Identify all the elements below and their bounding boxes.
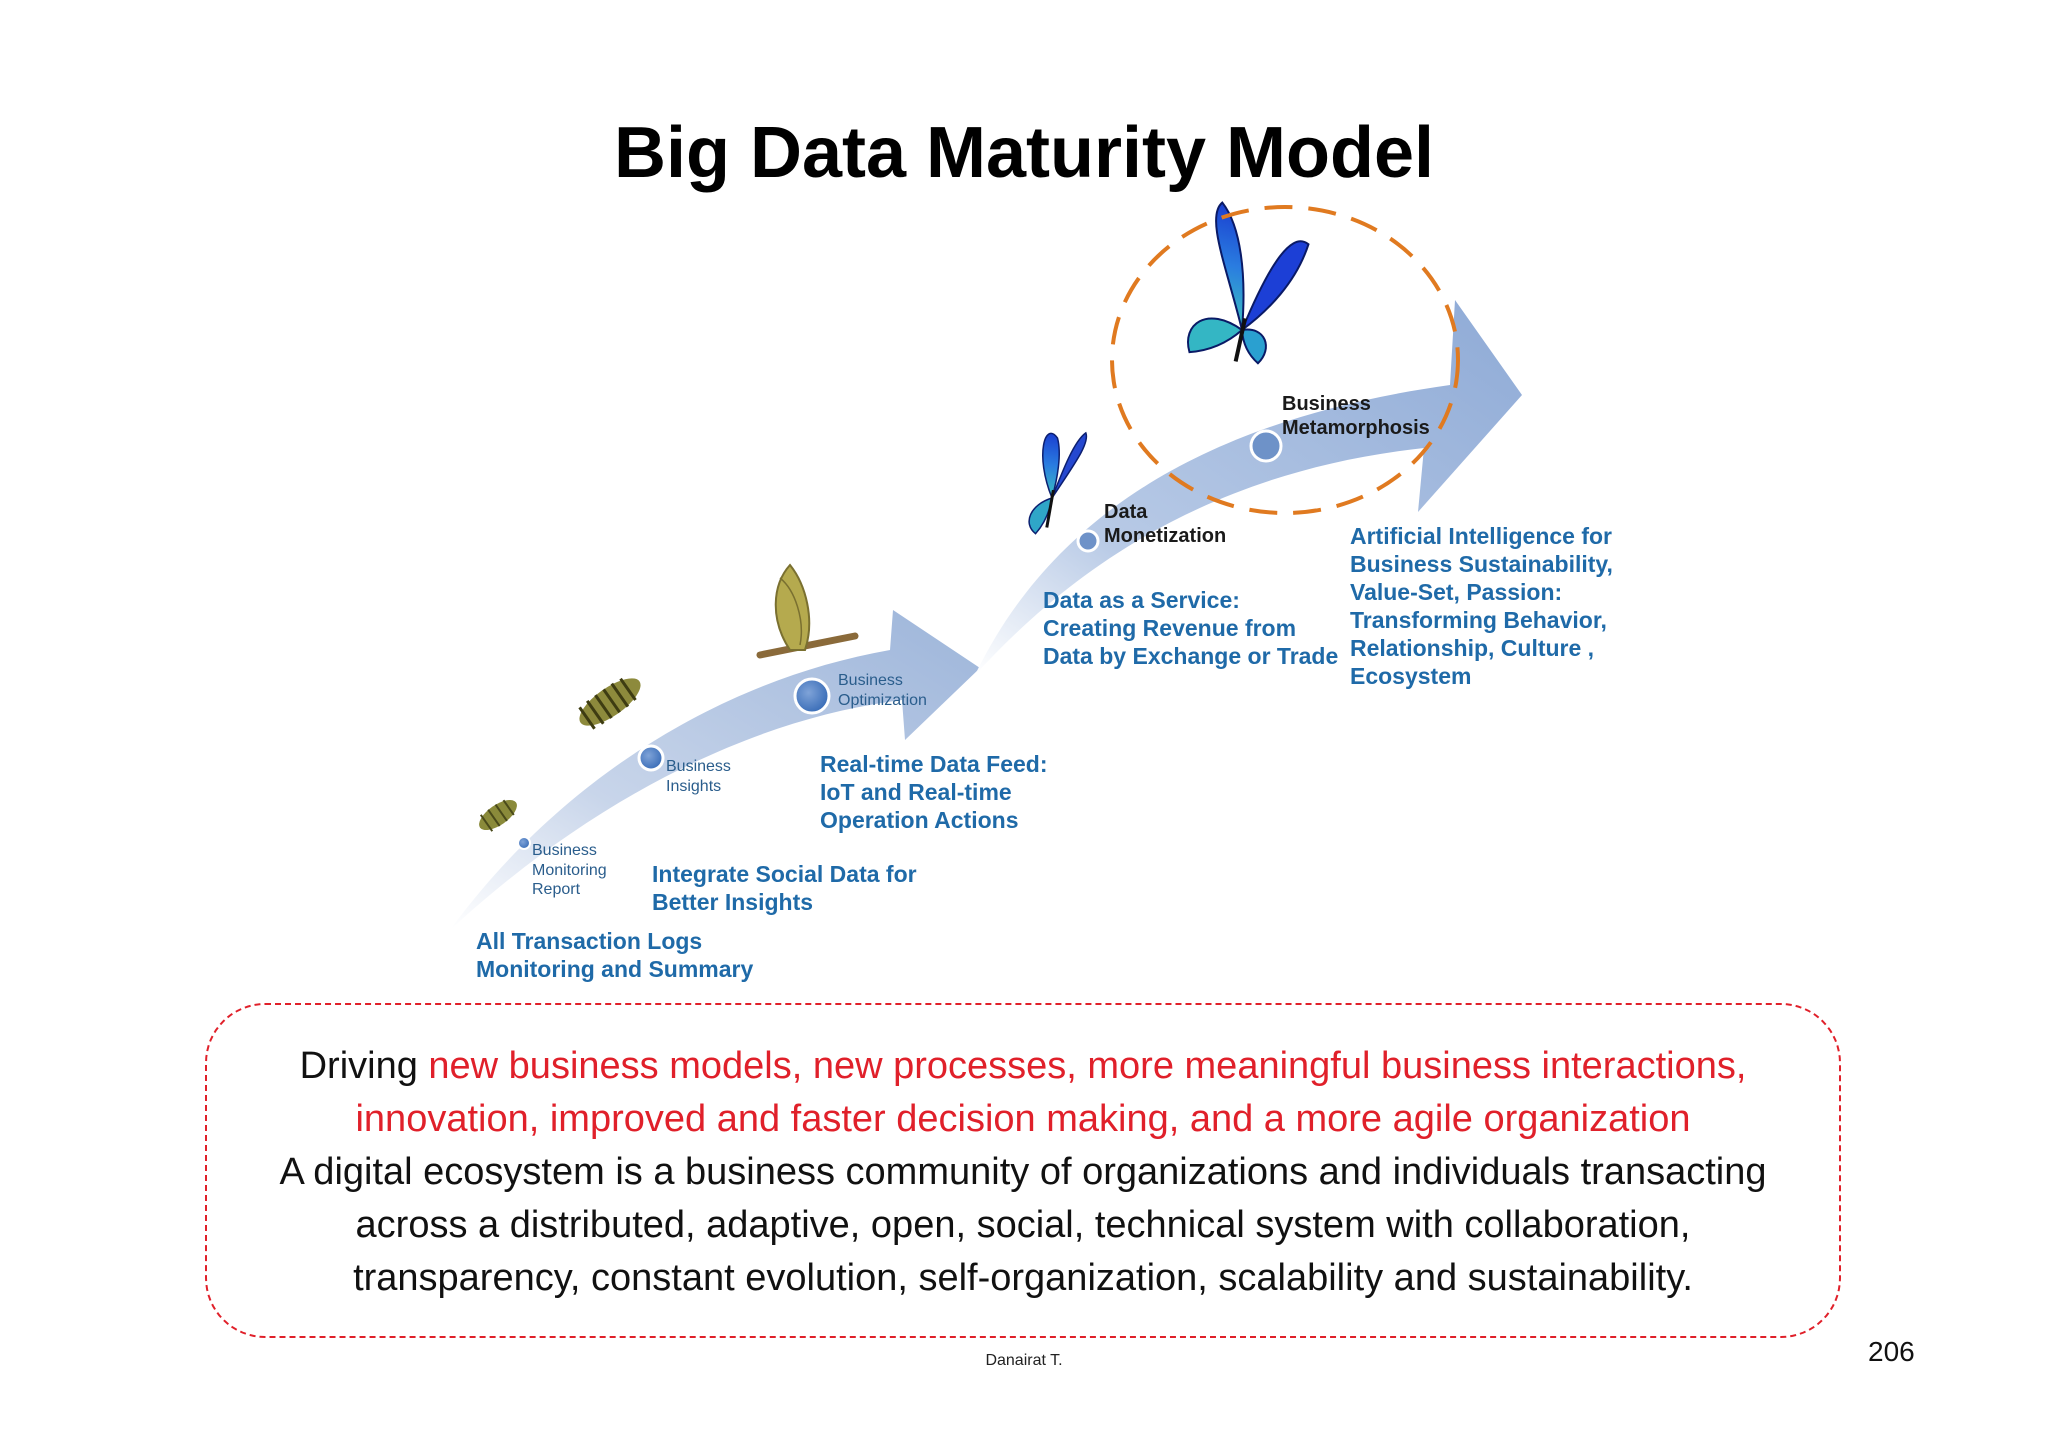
summary-text: Driving new business models, new process…	[205, 1040, 1841, 1305]
summary-emphasis-1: new business models, new processes, more…	[428, 1045, 1747, 1087]
stage-dot-optimization	[793, 677, 831, 715]
maturity-arrow-lower	[450, 610, 980, 930]
maturity-diagram	[450, 201, 1522, 930]
stage-dot-monetization	[1076, 529, 1100, 553]
caterpillar-large-icon	[578, 677, 641, 730]
stage-dot-monitoring	[517, 836, 531, 850]
stage-dot-insights	[637, 744, 665, 772]
summary-line-4: across a distributed, adaptive, open, so…	[355, 1204, 1691, 1246]
metamorphosis-highlight-circle	[1110, 205, 1460, 515]
summary-line-5: transparency, constant evolution, self-o…	[353, 1257, 1693, 1299]
slide-title: Big Data Maturity Model	[613, 113, 1435, 193]
summary-line-1: Driving new business models, new process…	[299, 1045, 1747, 1087]
butterfly-small-icon	[1028, 431, 1088, 535]
chrysalis-icon	[756, 563, 859, 659]
summary-line-2: innovation, improved and faster decision…	[355, 1098, 1691, 1140]
butterfly-large-icon	[1187, 201, 1310, 365]
maturity-arrow-upper	[975, 300, 1522, 675]
summary-box	[205, 1003, 1841, 1338]
summary-line-3: A digital ecosystem is a business commun…	[279, 1151, 1767, 1193]
caterpillar-small-icon	[479, 799, 517, 832]
stage-dot-metamorphosis	[1249, 429, 1283, 463]
page-number: 206	[1868, 1336, 1915, 1367]
author-footer: Danairat T.	[985, 1352, 1063, 1369]
